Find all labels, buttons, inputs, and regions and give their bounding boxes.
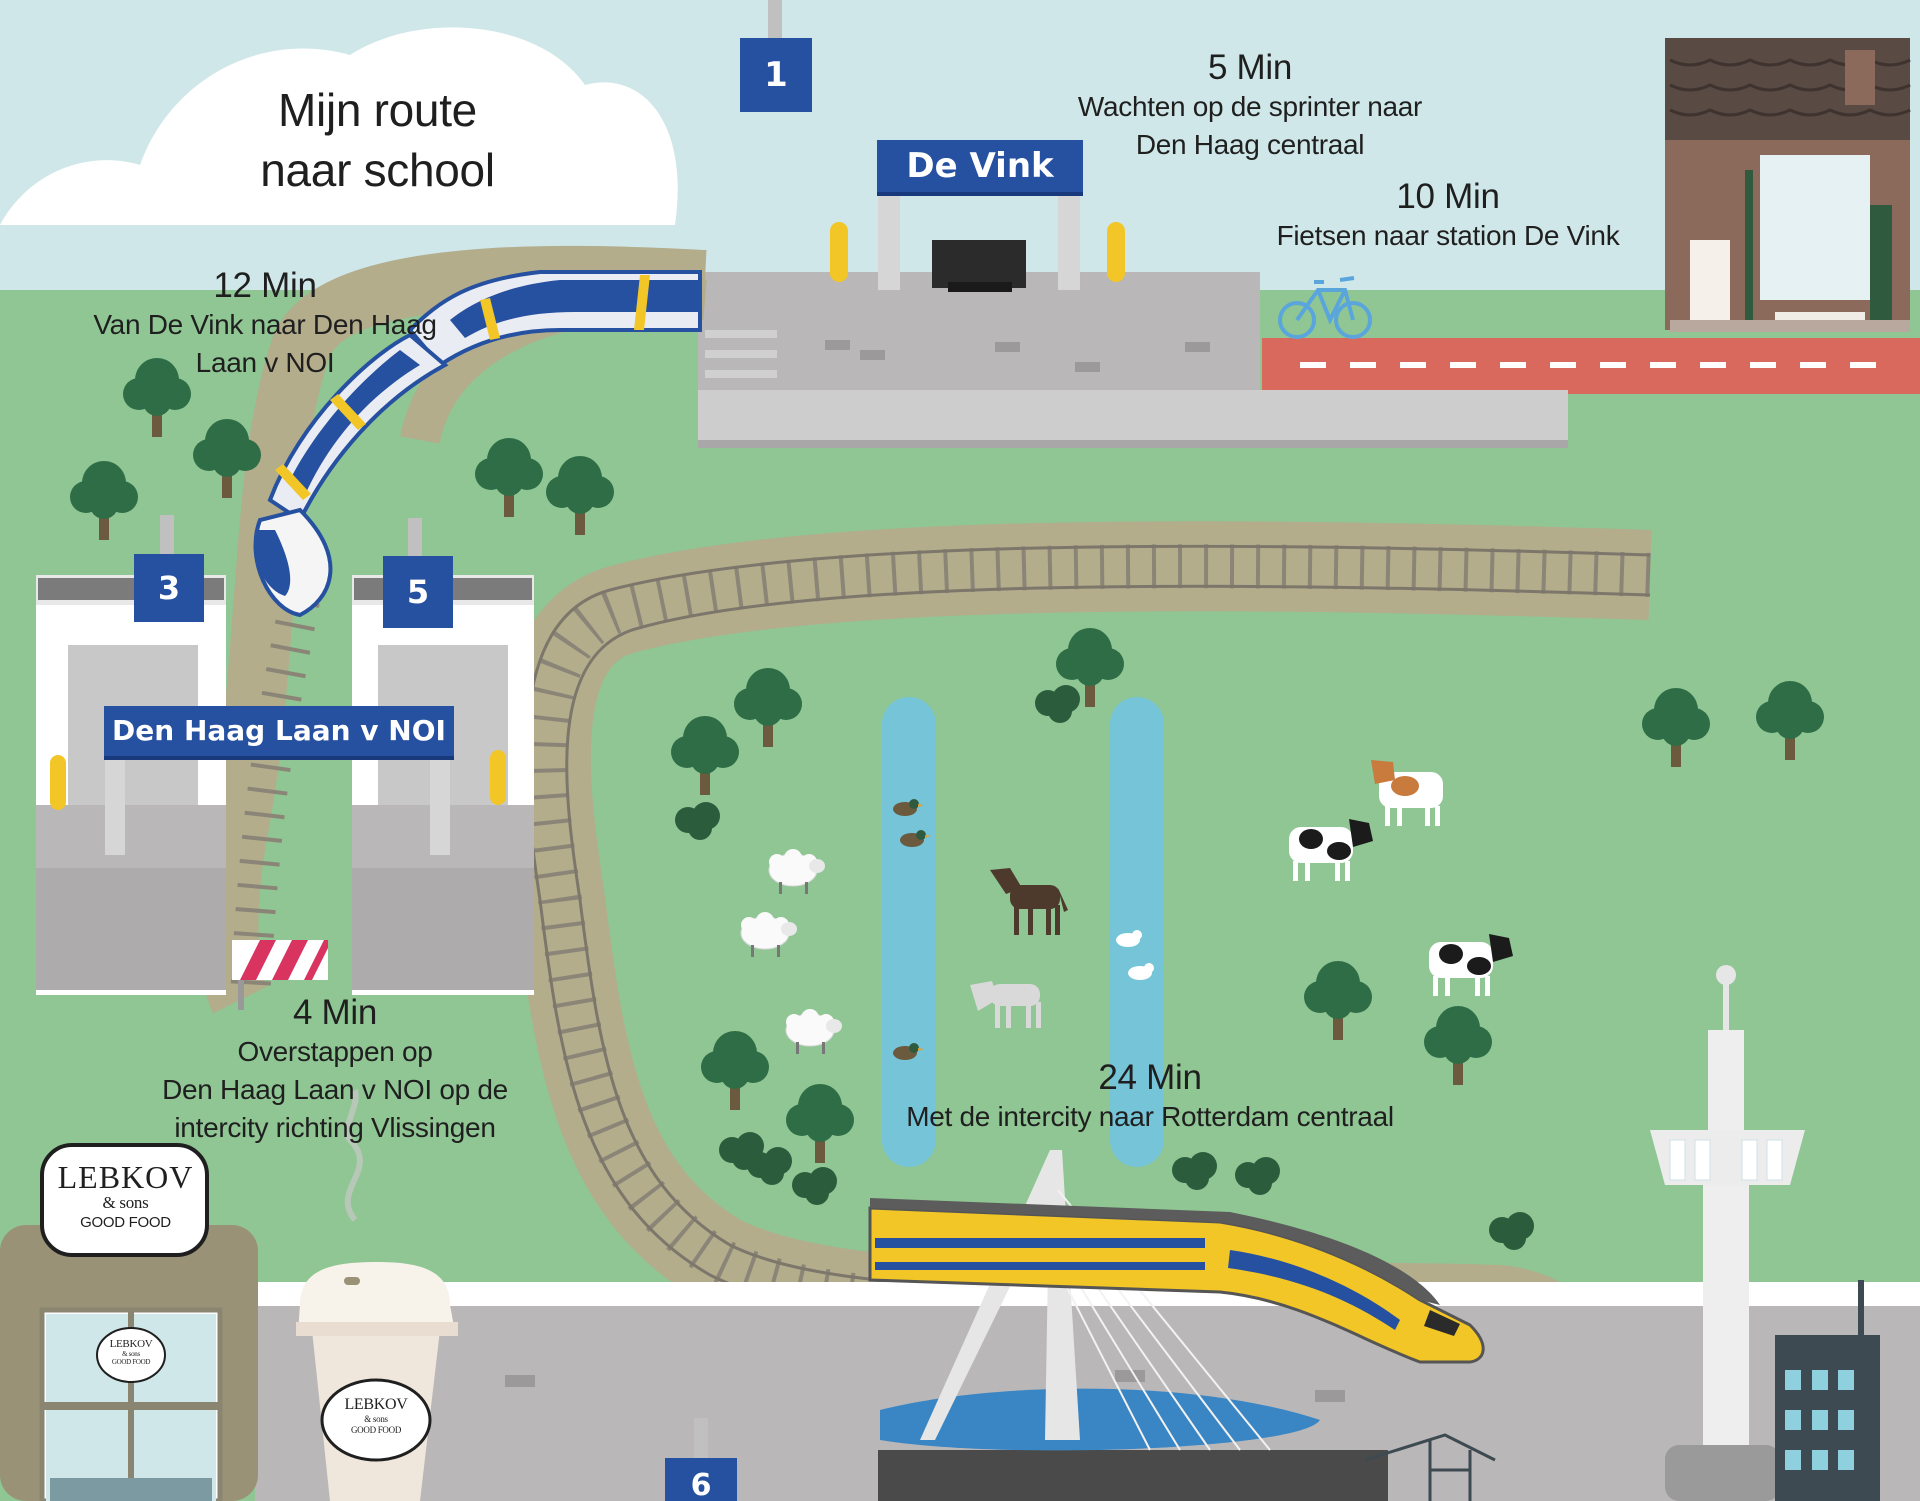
platform-number-6: 6 xyxy=(665,1458,737,1501)
barrier-icon xyxy=(232,940,328,1010)
cloud-icon xyxy=(0,27,678,225)
lebkov-window-logo xyxy=(96,1327,166,1383)
step-intercity: 24 Min Met de intercity naar Rotterdam c… xyxy=(900,1058,1400,1136)
cow-icon xyxy=(1371,760,1443,826)
shop-logo-text: LEBKOV & sons GOOD FOOD xyxy=(48,1160,203,1234)
step-minutes: 5 Min xyxy=(1207,48,1293,87)
train-icon xyxy=(868,1198,1485,1364)
window-logo-text: LEBKOV & sons GOOD FOOD xyxy=(101,1338,161,1367)
title-line-1: Mijn route xyxy=(278,84,477,136)
crane-icon xyxy=(1364,1433,1496,1501)
station-laan-v-noi xyxy=(36,515,534,995)
window-logo-sub: & sons xyxy=(122,1350,140,1358)
step-bike: 10 Min Fietsen naar station De Vink xyxy=(1268,177,1628,255)
station-de-vink xyxy=(698,0,1568,448)
step-minutes: 4 Min xyxy=(292,993,378,1032)
duck-icon xyxy=(1128,963,1154,980)
shop-name: LEBKOV xyxy=(57,1159,194,1195)
step-description: Fietsen naar station De Vink xyxy=(1276,220,1620,251)
station-sign-laan-v-noi: Den Haag Laan v NOI xyxy=(104,706,454,760)
step-description: Overstappen op xyxy=(237,1036,433,1067)
page-title: Mijn route naar school xyxy=(255,82,500,198)
platform-number-1: 1 xyxy=(740,38,812,112)
cup-logo-sub: & sons xyxy=(364,1414,388,1424)
platform-number-3: 3 xyxy=(134,554,204,622)
station-sign-de-vink: De Vink xyxy=(877,140,1083,196)
coffee-cup-icon xyxy=(296,1089,458,1501)
step-description: intercity richting Vlissingen xyxy=(174,1112,496,1143)
window-logo-name: LEBKOV xyxy=(109,1338,153,1350)
step-description: Laan v NOI xyxy=(195,347,335,378)
step-description: Wachten op de sprinter naar xyxy=(1077,91,1423,122)
train-icon xyxy=(253,270,702,618)
step-sprinter: 12 Min Van De Vink naar Den Haag Laan v … xyxy=(90,266,440,382)
building-icon xyxy=(1775,1280,1880,1501)
step-wait: 5 Min Wachten op de sprinter naar Den Ha… xyxy=(1060,48,1440,164)
step-transfer: 4 Min Overstappen op Den Haag Laan v NOI… xyxy=(150,993,520,1147)
step-minutes: 10 Min xyxy=(1396,177,1500,216)
step-description: Met de intercity naar Rotterdam centraal xyxy=(906,1101,1394,1132)
title-line-2: naar school xyxy=(260,144,495,196)
step-description: Den Haag Laan v NOI op de xyxy=(162,1074,508,1105)
horse-icon xyxy=(970,981,1041,1028)
bike-icon xyxy=(1278,276,1372,339)
shop-tag: GOOD FOOD xyxy=(80,1214,171,1231)
lebkov-logo-sign xyxy=(40,1143,209,1257)
step-minutes: 12 Min xyxy=(213,266,317,305)
window-logo-tag: GOOD FOOD xyxy=(111,1358,151,1366)
cup-logo-text: LEBKOV & sons GOOD FOOD xyxy=(331,1396,421,1436)
tower-icon xyxy=(1650,965,1805,1501)
horse-icon xyxy=(990,868,1068,935)
step-description: Den Haag centraal xyxy=(1135,129,1365,160)
cup-logo-name: LEBKOV xyxy=(344,1396,408,1413)
duck-icon xyxy=(1116,930,1142,947)
house-icon xyxy=(1665,38,1911,332)
shop-sub: & sons xyxy=(102,1193,149,1212)
step-description: Van De Vink naar Den Haag xyxy=(93,309,437,340)
cup-logo-tag: GOOD FOOD xyxy=(350,1425,402,1435)
platform-number-5: 5 xyxy=(383,556,453,628)
step-minutes: 24 Min xyxy=(1098,1058,1202,1097)
